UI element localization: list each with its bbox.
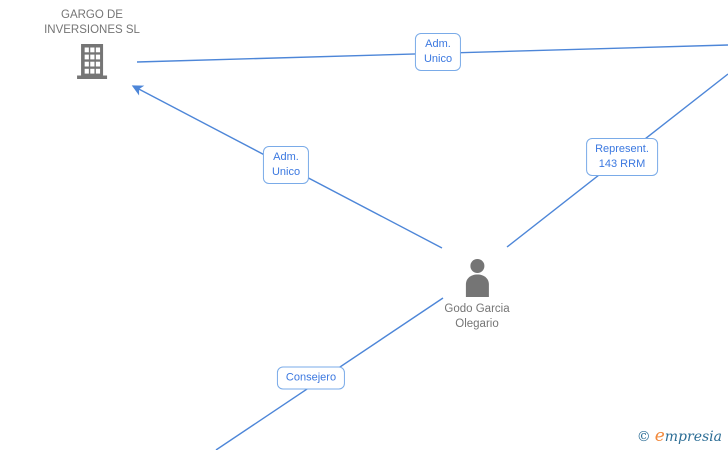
copyright-icon: © [636,429,651,445]
brand-text: mpresia [664,429,722,445]
company-name: GARGO DE INVERSIONES SL [44,9,140,36]
empresia-logo: ©empresia [637,426,722,446]
edge-label-adm-unico-top: Adm. Unico [414,33,462,71]
edge-label-adm-unico-mid: Adm. Unico [262,146,310,184]
brand-letter-e: e [654,426,665,446]
edge-label-consejero: Consejero [276,366,346,390]
node-person[interactable]: Godo Garcia Olegario [444,258,510,332]
building-icon[interactable] [76,42,108,80]
node-company[interactable]: GARGO DE INVERSIONES SL [44,8,140,85]
person-name: Godo Garcia Olegario [444,303,510,330]
person-icon[interactable] [461,258,493,299]
edge-label-represent: Represent. 143 RRM [586,138,658,176]
